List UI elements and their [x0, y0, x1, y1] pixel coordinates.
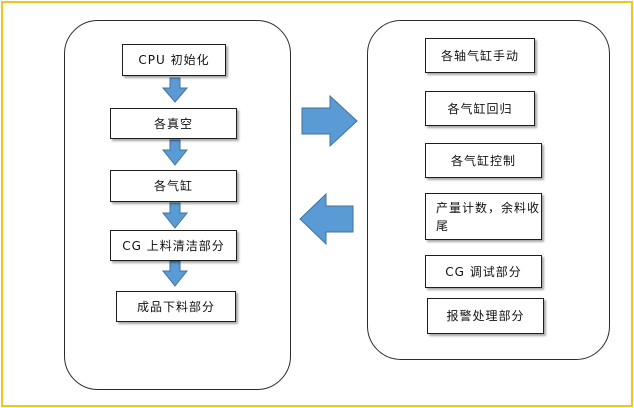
down-arrow-4: [161, 260, 189, 287]
item-axis-cylinder-manual: 各轴气缸手动: [425, 38, 535, 73]
item-cg-debug: CG 调试部分: [425, 255, 542, 288]
left-arrow: [299, 192, 354, 246]
item-production-count: 产量计数，余料收尾: [425, 193, 542, 240]
right-arrow: [301, 94, 358, 148]
step-cg-loading-cleaning: CG 上料清洁部分: [110, 230, 237, 261]
item-cylinder-control: 各气缸控制: [425, 143, 542, 178]
down-arrow-2: [161, 139, 189, 166]
step-cylinders: 各气缸: [110, 170, 237, 202]
step-product-unloading: 成品下料部分: [116, 291, 236, 322]
down-arrow-3: [161, 202, 189, 229]
item-cylinder-return: 各气缸回归: [425, 91, 535, 126]
item-alarm-handling: 报警处理部分: [427, 298, 544, 334]
step-cpu-init: CPU 初始化: [122, 44, 226, 76]
down-arrow-1: [161, 77, 189, 103]
step-vacuum: 各真空: [110, 108, 237, 139]
